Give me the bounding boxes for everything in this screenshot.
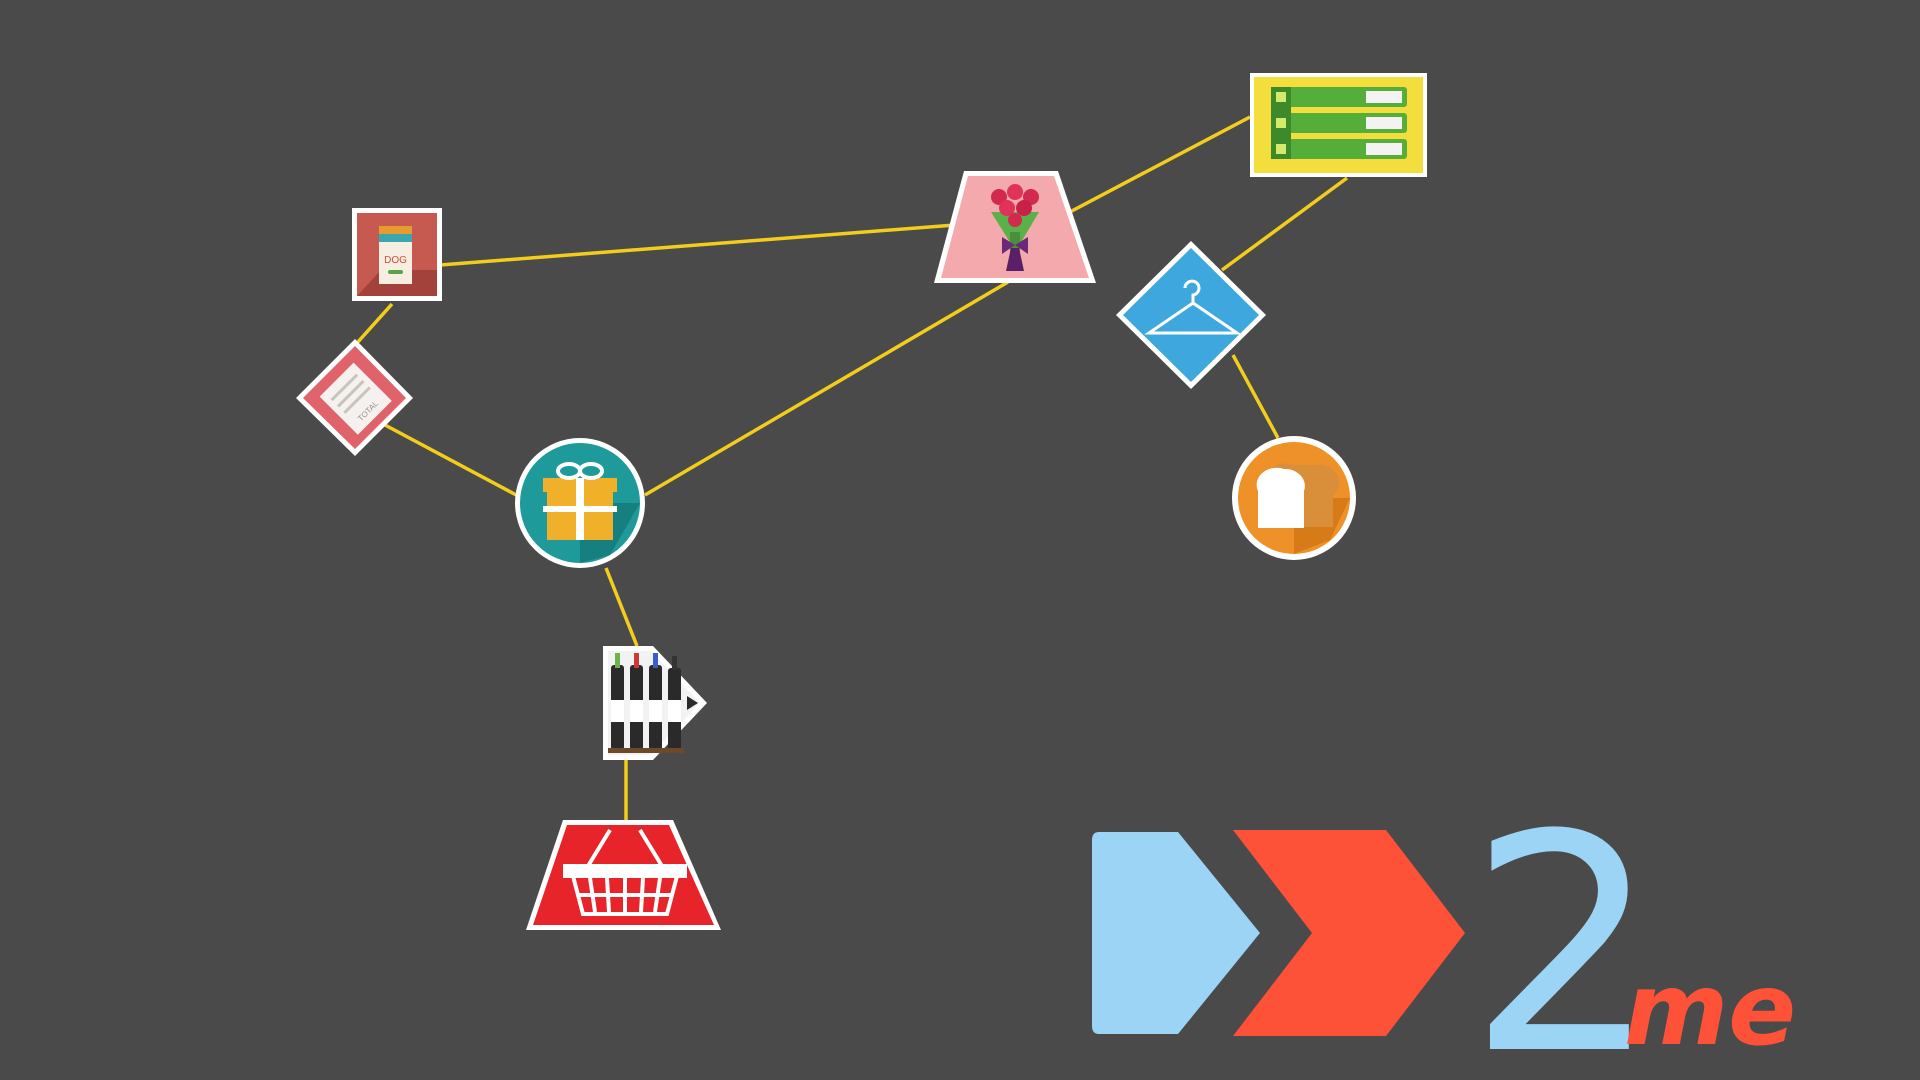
connector-line — [1067, 115, 1251, 215]
dog-food-label: DOG — [384, 255, 407, 266]
basket-node[interactable] — [526, 820, 721, 930]
d2me-logo: 2 me — [1092, 771, 1796, 1080]
clothes-hanger-icon — [1144, 279, 1242, 335]
logo-me-text: me — [1624, 951, 1796, 1068]
connector-line — [604, 567, 639, 647]
logo-two-text: 2 — [1468, 771, 1659, 1080]
gift-icon — [543, 462, 617, 540]
books-icon — [1271, 87, 1407, 159]
dog-food-node[interactable]: DOG — [352, 208, 442, 301]
bread-icon — [1256, 463, 1340, 528]
wine-node[interactable] — [603, 646, 707, 760]
connector-line — [644, 280, 1009, 497]
connector-line — [384, 423, 521, 499]
books-node[interactable] — [1250, 73, 1427, 177]
gift-node[interactable] — [515, 438, 645, 568]
bread-node[interactable] — [1232, 436, 1356, 560]
connector-line — [1231, 354, 1280, 439]
flowers-node[interactable] — [934, 171, 1096, 283]
connector-line — [355, 302, 394, 345]
flower-bouquet-icon — [991, 184, 1039, 271]
connector-line — [1220, 176, 1349, 272]
receipt-node[interactable]: TOTAL — [296, 339, 413, 456]
wine-bottles-icon — [608, 653, 698, 753]
shopping-basket-icon — [563, 828, 687, 916]
connector-line — [439, 223, 956, 267]
dog-food-icon: DOG — [379, 226, 412, 284]
clothing-node[interactable] — [1116, 241, 1266, 389]
